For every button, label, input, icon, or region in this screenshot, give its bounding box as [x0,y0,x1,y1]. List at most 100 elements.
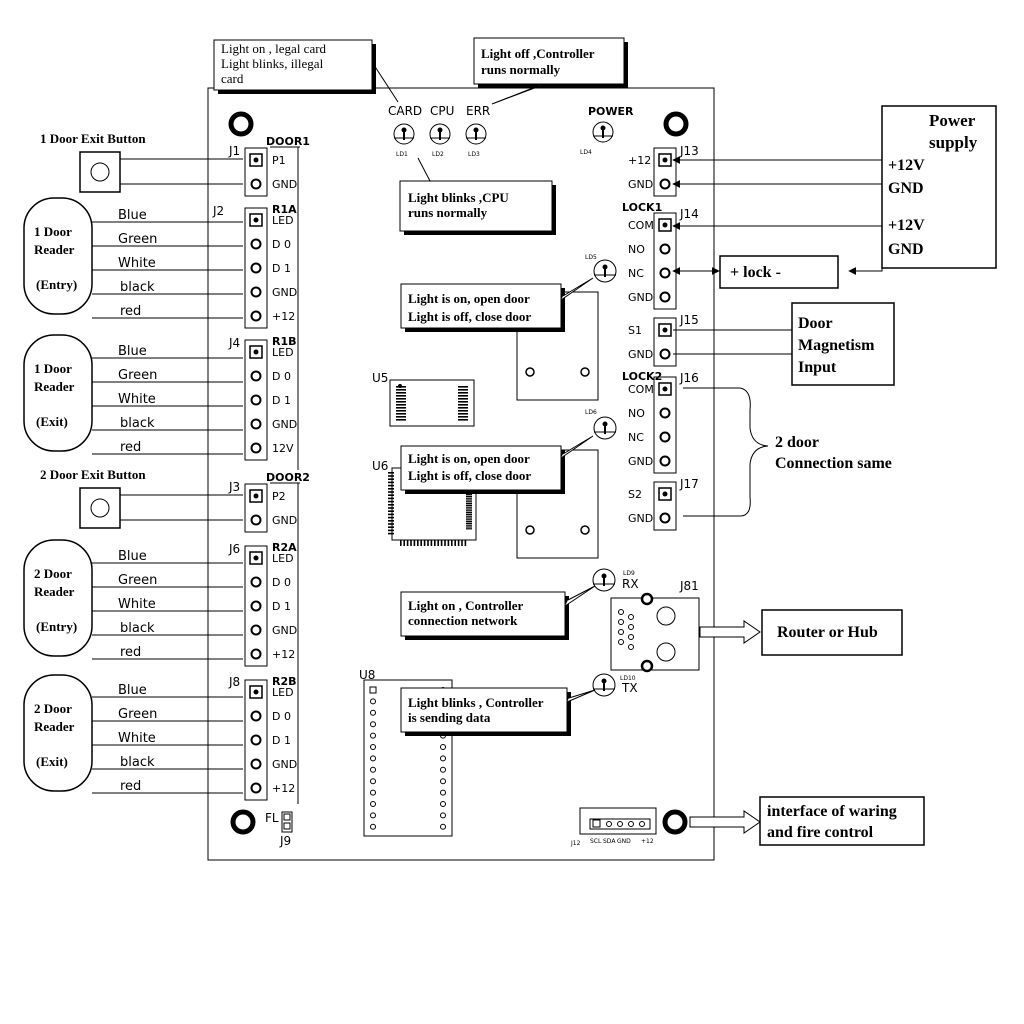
callout-rx: Light on , Controller connection network [400,585,596,640]
exit-button-2: 2 Door Exit Button [40,467,243,529]
svg-text:Light is off, close door: Light is off, close door [408,309,531,324]
door2-connection-same: 2 door Connection same [683,387,892,517]
power-wires [672,156,883,275]
power-supply: Power supply +12V GND +12V GND [881,105,997,269]
led-ld6: LD6 [585,409,617,440]
pin-label: GND [628,348,653,361]
connector-group: LOCK1 [622,201,662,214]
svg-text:+12V: +12V [888,217,925,234]
svg-text:interface of waring: interface of waring [767,803,897,820]
pin-label: COM [628,383,654,396]
pin-label: +12 [272,648,295,661]
svg-text:2 door: 2 door [775,434,819,451]
connector-name: J4 [228,336,240,350]
pin-label: NO [628,243,645,256]
svg-text:CPU: CPU [430,104,454,118]
wire-color-label: black [120,416,155,431]
svg-text:Light is on, open door: Light is on, open door [408,291,530,306]
wire-color-label: Green [118,573,157,588]
connector-name: J17 [679,477,699,491]
svg-text:LD6: LD6 [585,409,597,416]
svg-text:(Exit): (Exit) [36,754,68,769]
wire-color-label: Blue [118,208,147,223]
svg-text:RX: RX [622,577,639,591]
mounting-holes [228,111,689,835]
svg-text:J81: J81 [679,579,699,593]
pin-label: LED [272,346,294,359]
callout-ld6: Light is on, open door Light is off, clo… [400,435,594,494]
callout-err: Light off ,Controller runs normally [473,37,628,105]
svg-text:2 Door: 2 Door [34,701,72,716]
svg-text:2 Door: 2 Door [34,566,72,581]
pin-label: +12 [628,154,651,167]
pin-label: +12 [272,782,295,795]
svg-text:2 Door Exit Button: 2 Door Exit Button [40,467,146,482]
pin-label: GND [628,291,653,304]
svg-text:LD5: LD5 [585,254,597,261]
svg-text:J12: J12 [570,840,581,847]
led-power: POWER LD4 [580,105,634,156]
svg-text:SCL: SCL [590,838,602,845]
wire-color-label: Green [118,232,157,247]
wire-color-label: red [120,440,141,455]
pin-label: GND [272,418,297,431]
svg-text:Light blinks, illegal: Light blinks, illegal [221,56,324,71]
svg-text:U8: U8 [359,668,375,682]
svg-text:U6: U6 [372,459,388,473]
led-card: CARD LD1 [388,104,422,158]
wire-color-label: White [118,392,156,407]
connector-group: R2A [272,541,297,554]
pin-label: D 1 [272,262,291,275]
pin-label: GND [272,286,297,299]
rj45-j81: J81 [610,579,700,673]
wire-color-label: red [120,779,141,794]
wire-color-label: red [120,304,141,319]
pin-label: LED [272,552,294,565]
connector-j12: J12 SCL SDA GND +12 [570,807,657,847]
svg-text:1 Door: 1 Door [34,361,72,376]
pin-label: D 0 [272,370,291,383]
svg-text:POWER: POWER [588,105,634,118]
pin-label: D 1 [272,394,291,407]
svg-text:Reader: Reader [34,379,75,394]
wire-color-label: Blue [118,344,147,359]
pin-label: GND [628,512,653,525]
svg-text:Input: Input [798,359,837,376]
svg-text:LD1: LD1 [396,151,408,158]
pin-label: GND [272,178,297,191]
pin-label: GND [272,758,297,771]
callout-card: Light on , legal card Light blinks, ille… [213,39,399,103]
svg-text:runs normally: runs normally [481,62,561,77]
card-reader: 2 DoorReader(Entry)BlueGreenWhiteblackre… [23,539,243,660]
pin-label: D 0 [272,710,291,723]
svg-text:U5: U5 [372,371,388,385]
pin-label: D 1 [272,734,291,747]
pin-label: GND [628,178,653,191]
svg-text:(Entry): (Entry) [36,277,77,292]
chip-u5: U5 [372,371,475,427]
wire-color-label: White [118,597,156,612]
pin-label: +12 [272,310,295,323]
svg-text:Router or Hub: Router or Hub [777,624,878,641]
pin-label: D 1 [272,600,291,613]
svg-text:Door: Door [798,315,833,332]
svg-text:Light off ,Controller: Light off ,Controller [481,46,595,61]
pin-label: D 0 [272,576,291,589]
interface-warning-fire: interface of waring and fire control [689,796,925,846]
svg-text:DOOR1: DOOR1 [266,135,310,148]
svg-text:supply: supply [929,133,978,152]
pin-label: COM [628,219,654,232]
svg-text:SDA: SDA [603,838,616,845]
